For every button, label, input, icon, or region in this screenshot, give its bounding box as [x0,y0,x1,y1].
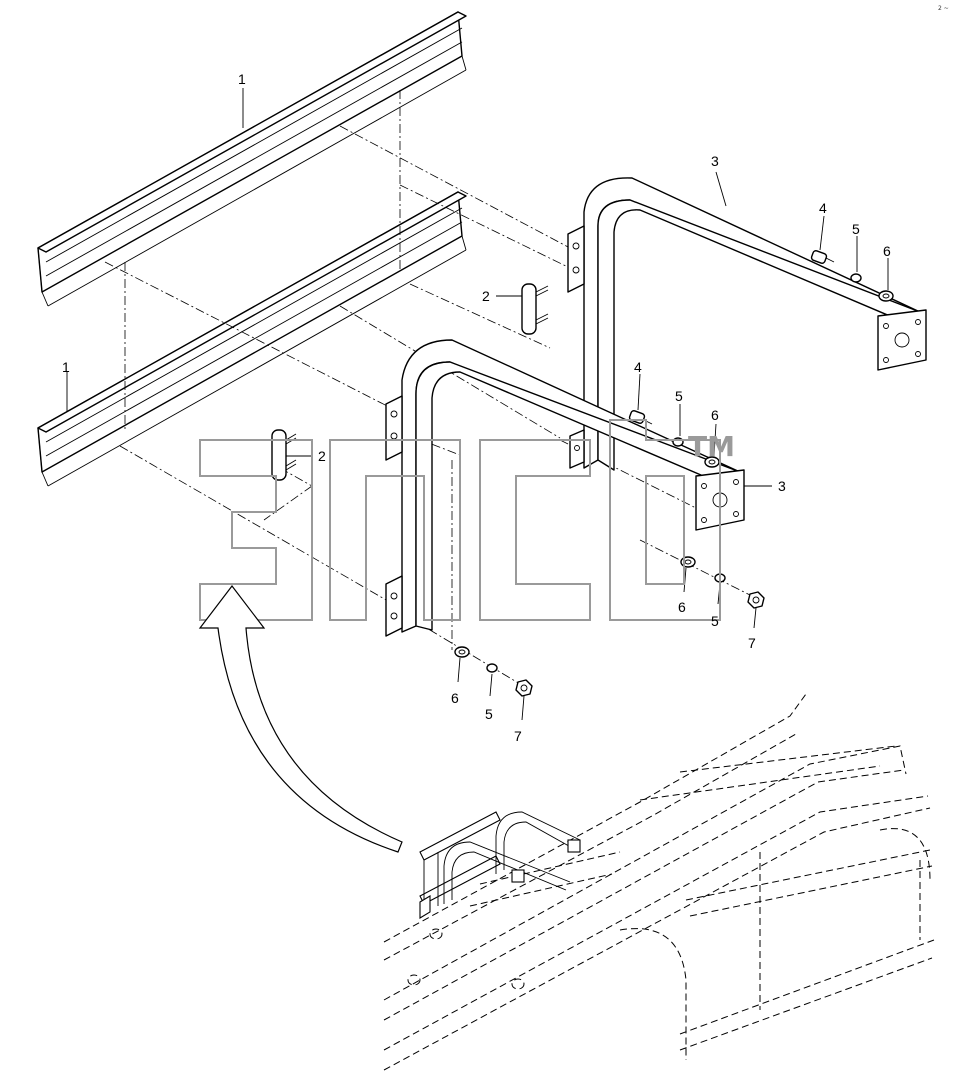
callout-item-6-bottom: 6 [451,690,459,706]
callout-item-5-mid: 5 [675,388,683,404]
callout-item-1-lower: 1 [62,359,70,375]
callout-item-4-lower: 4 [634,359,642,375]
bolt-upper [810,250,835,264]
callout-item-6-upper: 6 [883,243,891,259]
callout-labels: 1 1 2 2 3 3 4 4 5 5 5 5 6 6 6 6 7 7 [62,71,891,744]
leader-lines [66,88,889,721]
corner-mark: 2 ~ [938,5,949,12]
callout-item-3-upper: 3 [711,153,719,169]
flat-washer-bottom [454,646,470,658]
flat-washer-upper [878,290,894,302]
stud-plate-lower [271,429,297,481]
u-bracket-upper [567,177,927,471]
callout-item-5-bottom: 5 [485,706,493,722]
callout-item-3-lower: 3 [778,478,786,494]
callout-item-4-upper: 4 [819,200,827,216]
callout-item-6-right: 6 [678,599,686,615]
nut-bottom [515,679,533,697]
vehicle-frame-location-view [383,693,935,1071]
channel-rail-upper [37,11,467,307]
callout-item-7-right: 7 [748,635,756,651]
u-bracket-lower [385,339,745,637]
channel-rail-lower [37,191,467,487]
watermark-trademark: TM [688,430,735,463]
nut-right [747,591,765,609]
lock-washer-upper [850,273,862,283]
callout-item-5-right: 5 [711,613,719,629]
callout-item-7-bottom: 7 [514,728,522,744]
callout-item-2-lower: 2 [318,448,326,464]
callout-item-6-mid: 6 [711,407,719,423]
callout-item-1-upper: 1 [238,71,246,87]
callout-item-5-upper: 5 [852,221,860,237]
stud-plate-upper [521,283,549,335]
location-arrow [198,585,403,853]
lock-washer-bottom [486,663,498,673]
watermark-logo: TM [199,419,735,621]
callout-item-2-upper: 2 [482,288,490,304]
